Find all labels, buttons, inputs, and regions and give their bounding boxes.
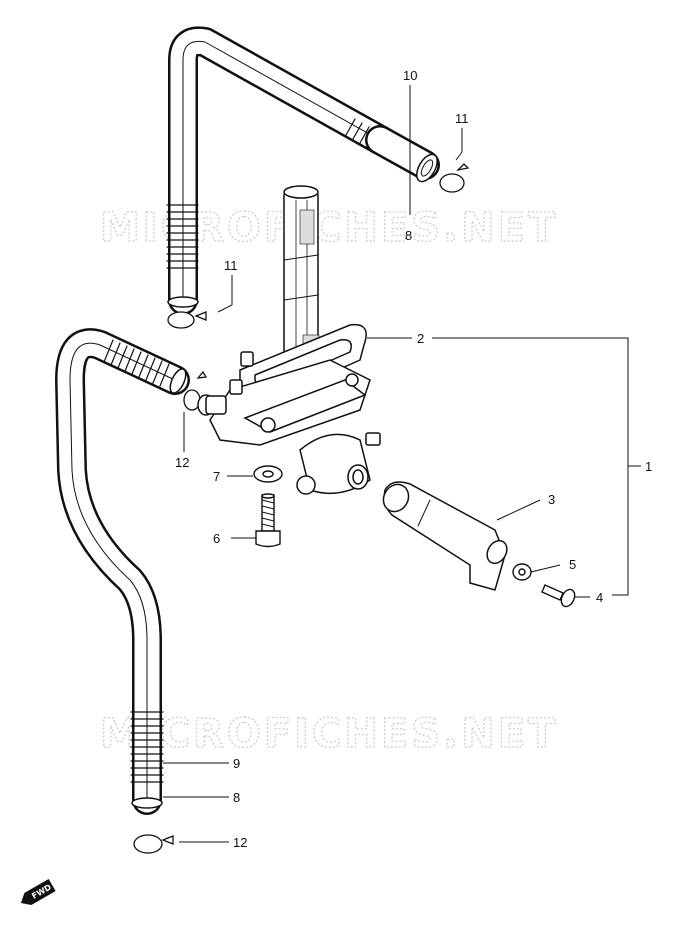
callout-11-top: 11 [455, 111, 469, 126]
watermark-bottom: MICROFICHES.NET [100, 711, 558, 757]
washer-5 [512, 563, 532, 581]
callout-11-middle: 11 [224, 258, 238, 273]
callout-1: 1 [645, 459, 652, 474]
callout-2: 2 [417, 331, 424, 346]
fuel-cock-assembly [197, 185, 381, 495]
callout-4: 4 [596, 590, 603, 605]
callout-9: 9 [233, 756, 240, 771]
callout-5: 5 [569, 557, 576, 572]
screw-4 [541, 584, 576, 608]
hose-clip-middle [167, 311, 207, 329]
callout-12-upper: 12 [175, 455, 189, 470]
callout-12-lower: 12 [233, 835, 247, 850]
callout-8-bottom: 8 [233, 790, 240, 805]
callout-8-top: 8 [405, 228, 412, 243]
hose-clip-top [439, 163, 470, 193]
washer-7 [253, 465, 283, 483]
callout-7: 7 [213, 469, 220, 484]
callout-6: 6 [213, 531, 220, 546]
screw-6 [255, 493, 281, 548]
leader-lines [163, 85, 641, 843]
fuel-cock-lever [382, 481, 508, 591]
fwd-arrow-icon: FWD [20, 878, 56, 906]
callout-3: 3 [548, 492, 555, 507]
hose-clip-12-lower [133, 834, 174, 854]
lower-fuel-hose [55, 328, 190, 815]
upper-fuel-hose [166, 26, 440, 315]
callout-10: 10 [403, 68, 417, 83]
